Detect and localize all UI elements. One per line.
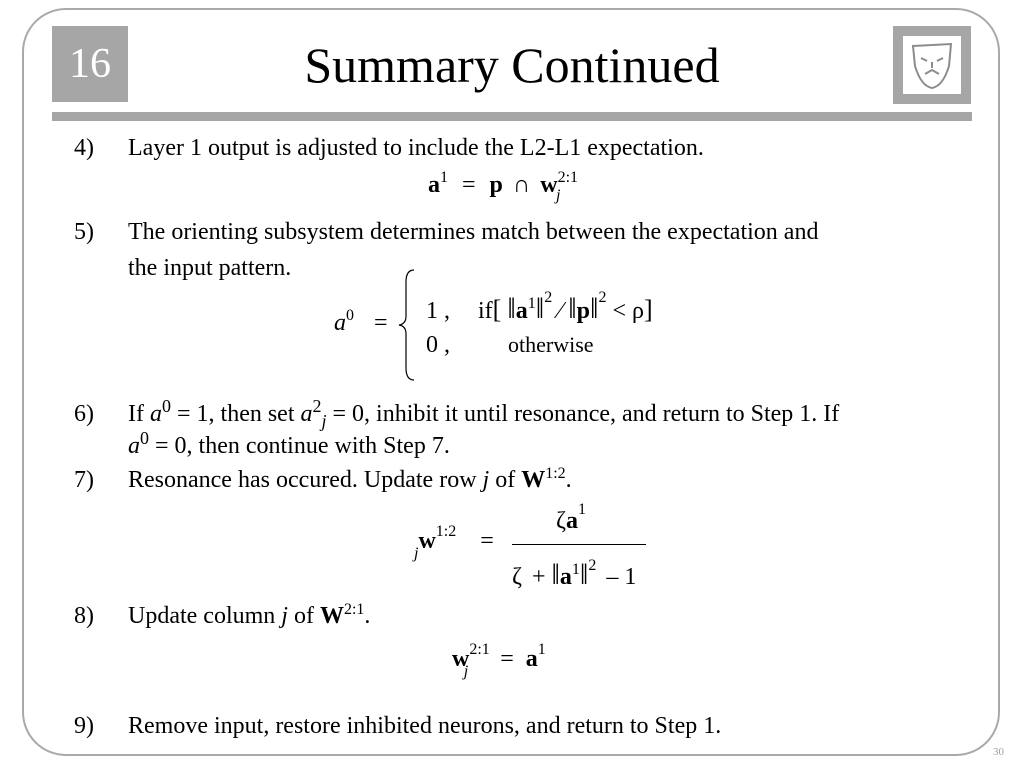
equation-row-update-numerator: ζa1 <box>556 501 586 534</box>
left-brace <box>398 269 415 381</box>
equation-orienting-case2: 0 , otherwise <box>426 332 594 358</box>
equation-row-update-denominator: ζ + ‖a1‖2 – 1 <box>512 557 637 591</box>
slide-frame <box>22 8 1000 756</box>
title-divider <box>52 112 972 121</box>
equation-orienting-lhs: a0 = <box>334 307 388 336</box>
fraction-bar <box>512 544 646 545</box>
page-number: 30 <box>993 746 1004 758</box>
equation-layer1-output: a1 = p ∩ w2:1j <box>428 169 579 204</box>
equation-column-update: w2:1j = a1 <box>452 641 546 680</box>
chapter-number: 16 <box>52 26 128 102</box>
mask-logo <box>903 36 961 94</box>
logo-box <box>893 26 971 104</box>
equation-row-update-lhs: jw1:2 = <box>414 523 494 562</box>
slide-title: Summary Continued <box>304 37 720 93</box>
equation-orienting-case1: 1 , if[ ‖a1‖2 ⁄ ‖p‖2 < ρ] <box>426 289 653 325</box>
